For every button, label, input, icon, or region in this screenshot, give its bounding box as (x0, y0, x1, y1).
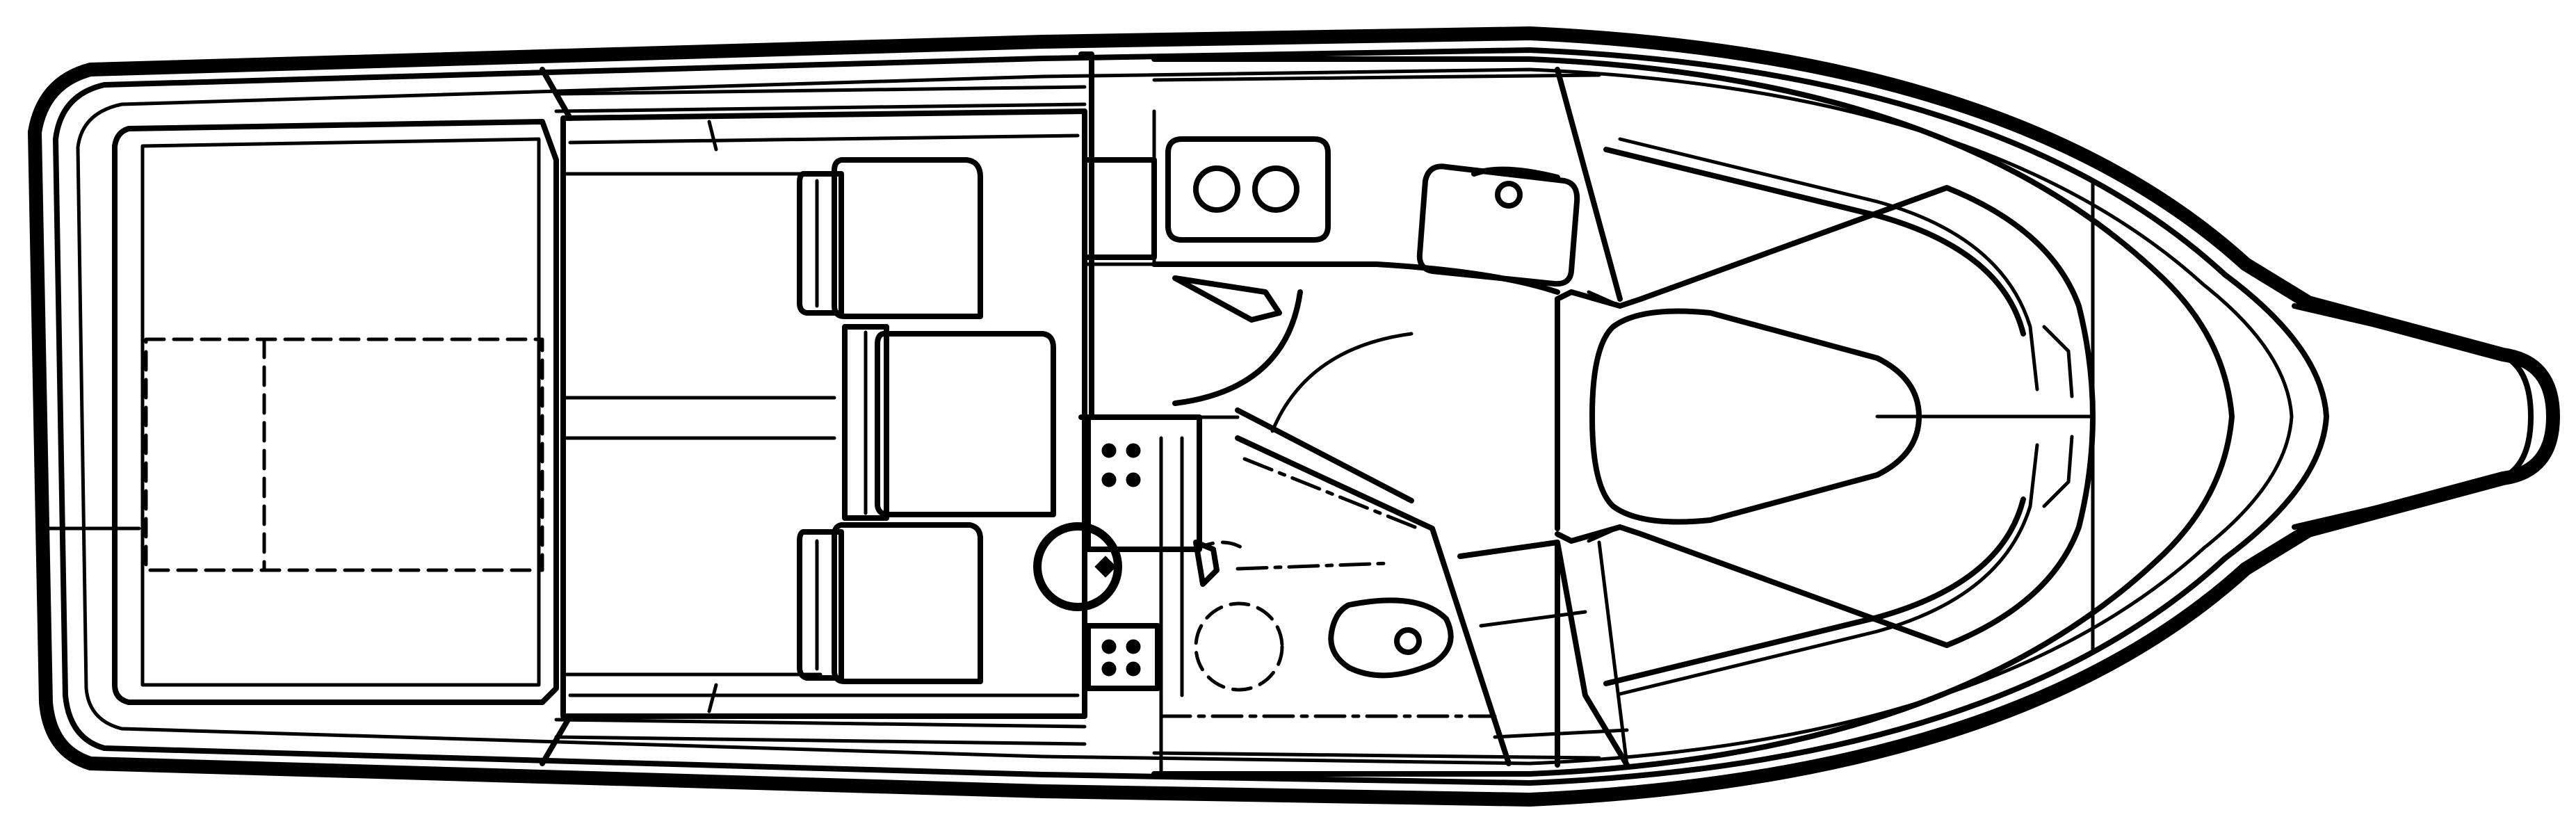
sink-faucet (1471, 166, 1560, 180)
sink-drain (1495, 181, 1523, 209)
cabin (1089, 56, 2235, 777)
head-compartment (1159, 435, 1512, 776)
stove (1165, 136, 1331, 243)
hull-outer (28, 26, 2560, 807)
settee-lower-divider (1587, 525, 1622, 543)
gauge-4 (1126, 472, 1141, 487)
cockpit-side-top (568, 134, 1080, 145)
mid-berth (1457, 67, 1630, 768)
cockpit-lounge (842, 324, 1056, 521)
v-berth-cushion-upper (1618, 137, 2039, 391)
shower-drain-area (1194, 601, 1284, 692)
head-sink (1194, 540, 1247, 551)
side-decks (554, 73, 1601, 760)
transom-corner-bl (540, 713, 573, 766)
side-deck-bottom (554, 735, 1087, 746)
v-berth-outline (1589, 308, 1922, 525)
helm-seat (797, 157, 983, 319)
gauge-3 (1101, 472, 1117, 487)
side-deck-bottom-2 (554, 718, 1087, 729)
head-floor-line (1242, 457, 1420, 531)
gauge-5 (1101, 639, 1117, 654)
stove-burner-left (1193, 165, 1240, 213)
side-deck-top (554, 85, 1087, 96)
mid-berth-divider (1479, 610, 1587, 628)
mid-berth-bottom (1493, 728, 1629, 739)
mid-berth-wall (1555, 67, 1623, 302)
helm-seat-back (797, 171, 844, 316)
storage-locker (1082, 157, 1157, 260)
steering-wheel-rim (1033, 522, 1122, 611)
companionway-arc (1172, 289, 1303, 406)
v-berth-cushion-lower (1618, 443, 2039, 696)
gauge-6 (1126, 639, 1141, 654)
gauge-7 (1101, 661, 1117, 677)
cockpit-sole (560, 108, 1087, 719)
throttle-control (1193, 540, 1220, 587)
bulkhead (1033, 51, 1220, 697)
hull-deck-edge (76, 67, 2294, 766)
stove-burner-right (1252, 165, 1299, 213)
lounge-back (842, 324, 889, 521)
transom (112, 67, 573, 766)
bow-pulpit (2292, 303, 2534, 530)
gauge-2 (1126, 443, 1141, 458)
door-swing-arc (1270, 332, 1413, 433)
anchor-locker-upper (2042, 325, 2074, 398)
hull-liner-lower (1603, 496, 2026, 686)
dash-panel-bottom (1085, 623, 1160, 691)
anchor-locker-lower (2042, 435, 2074, 508)
helm-seat-cushion (832, 157, 983, 319)
head-wall (1235, 435, 1512, 766)
cabin-side-bottom (1152, 751, 1601, 760)
cockpit (560, 108, 1087, 719)
deck-cleat-bottom (707, 683, 718, 713)
gauge-8 (1126, 661, 1141, 677)
companionway-step (1172, 275, 1282, 323)
door-panel (1235, 407, 1414, 503)
mid-berth-foot (1597, 540, 1629, 767)
engine-hatch (144, 337, 544, 572)
head-counter (1236, 561, 1393, 571)
deck-cleat-top (707, 120, 718, 152)
transom-inner (140, 137, 541, 687)
helm-instruments (1101, 443, 1141, 677)
transom-frame (112, 119, 559, 705)
toilet (1328, 597, 1454, 679)
steering-wheel (1033, 522, 1122, 611)
companion-seat-cushion (832, 522, 983, 684)
lounge-cushion (875, 331, 1056, 517)
hull-gunwale (53, 47, 2329, 786)
gauge-1 (1101, 443, 1117, 458)
galley (1151, 109, 1580, 295)
steering-wheel-hub (1094, 556, 1117, 578)
companion-seat (797, 522, 983, 684)
sink (1416, 163, 1580, 287)
dinette (1555, 137, 2096, 696)
cabin-outline (1151, 56, 2235, 777)
hull-liner-upper (1603, 147, 2026, 337)
cabin-side-top (1152, 73, 1601, 82)
side-deck-top-2 (554, 102, 1087, 113)
companionway (1089, 275, 1414, 503)
companion-seat-back (797, 529, 844, 681)
settee-upper-divider (1587, 290, 1622, 308)
toilet-bowl (1394, 627, 1422, 655)
